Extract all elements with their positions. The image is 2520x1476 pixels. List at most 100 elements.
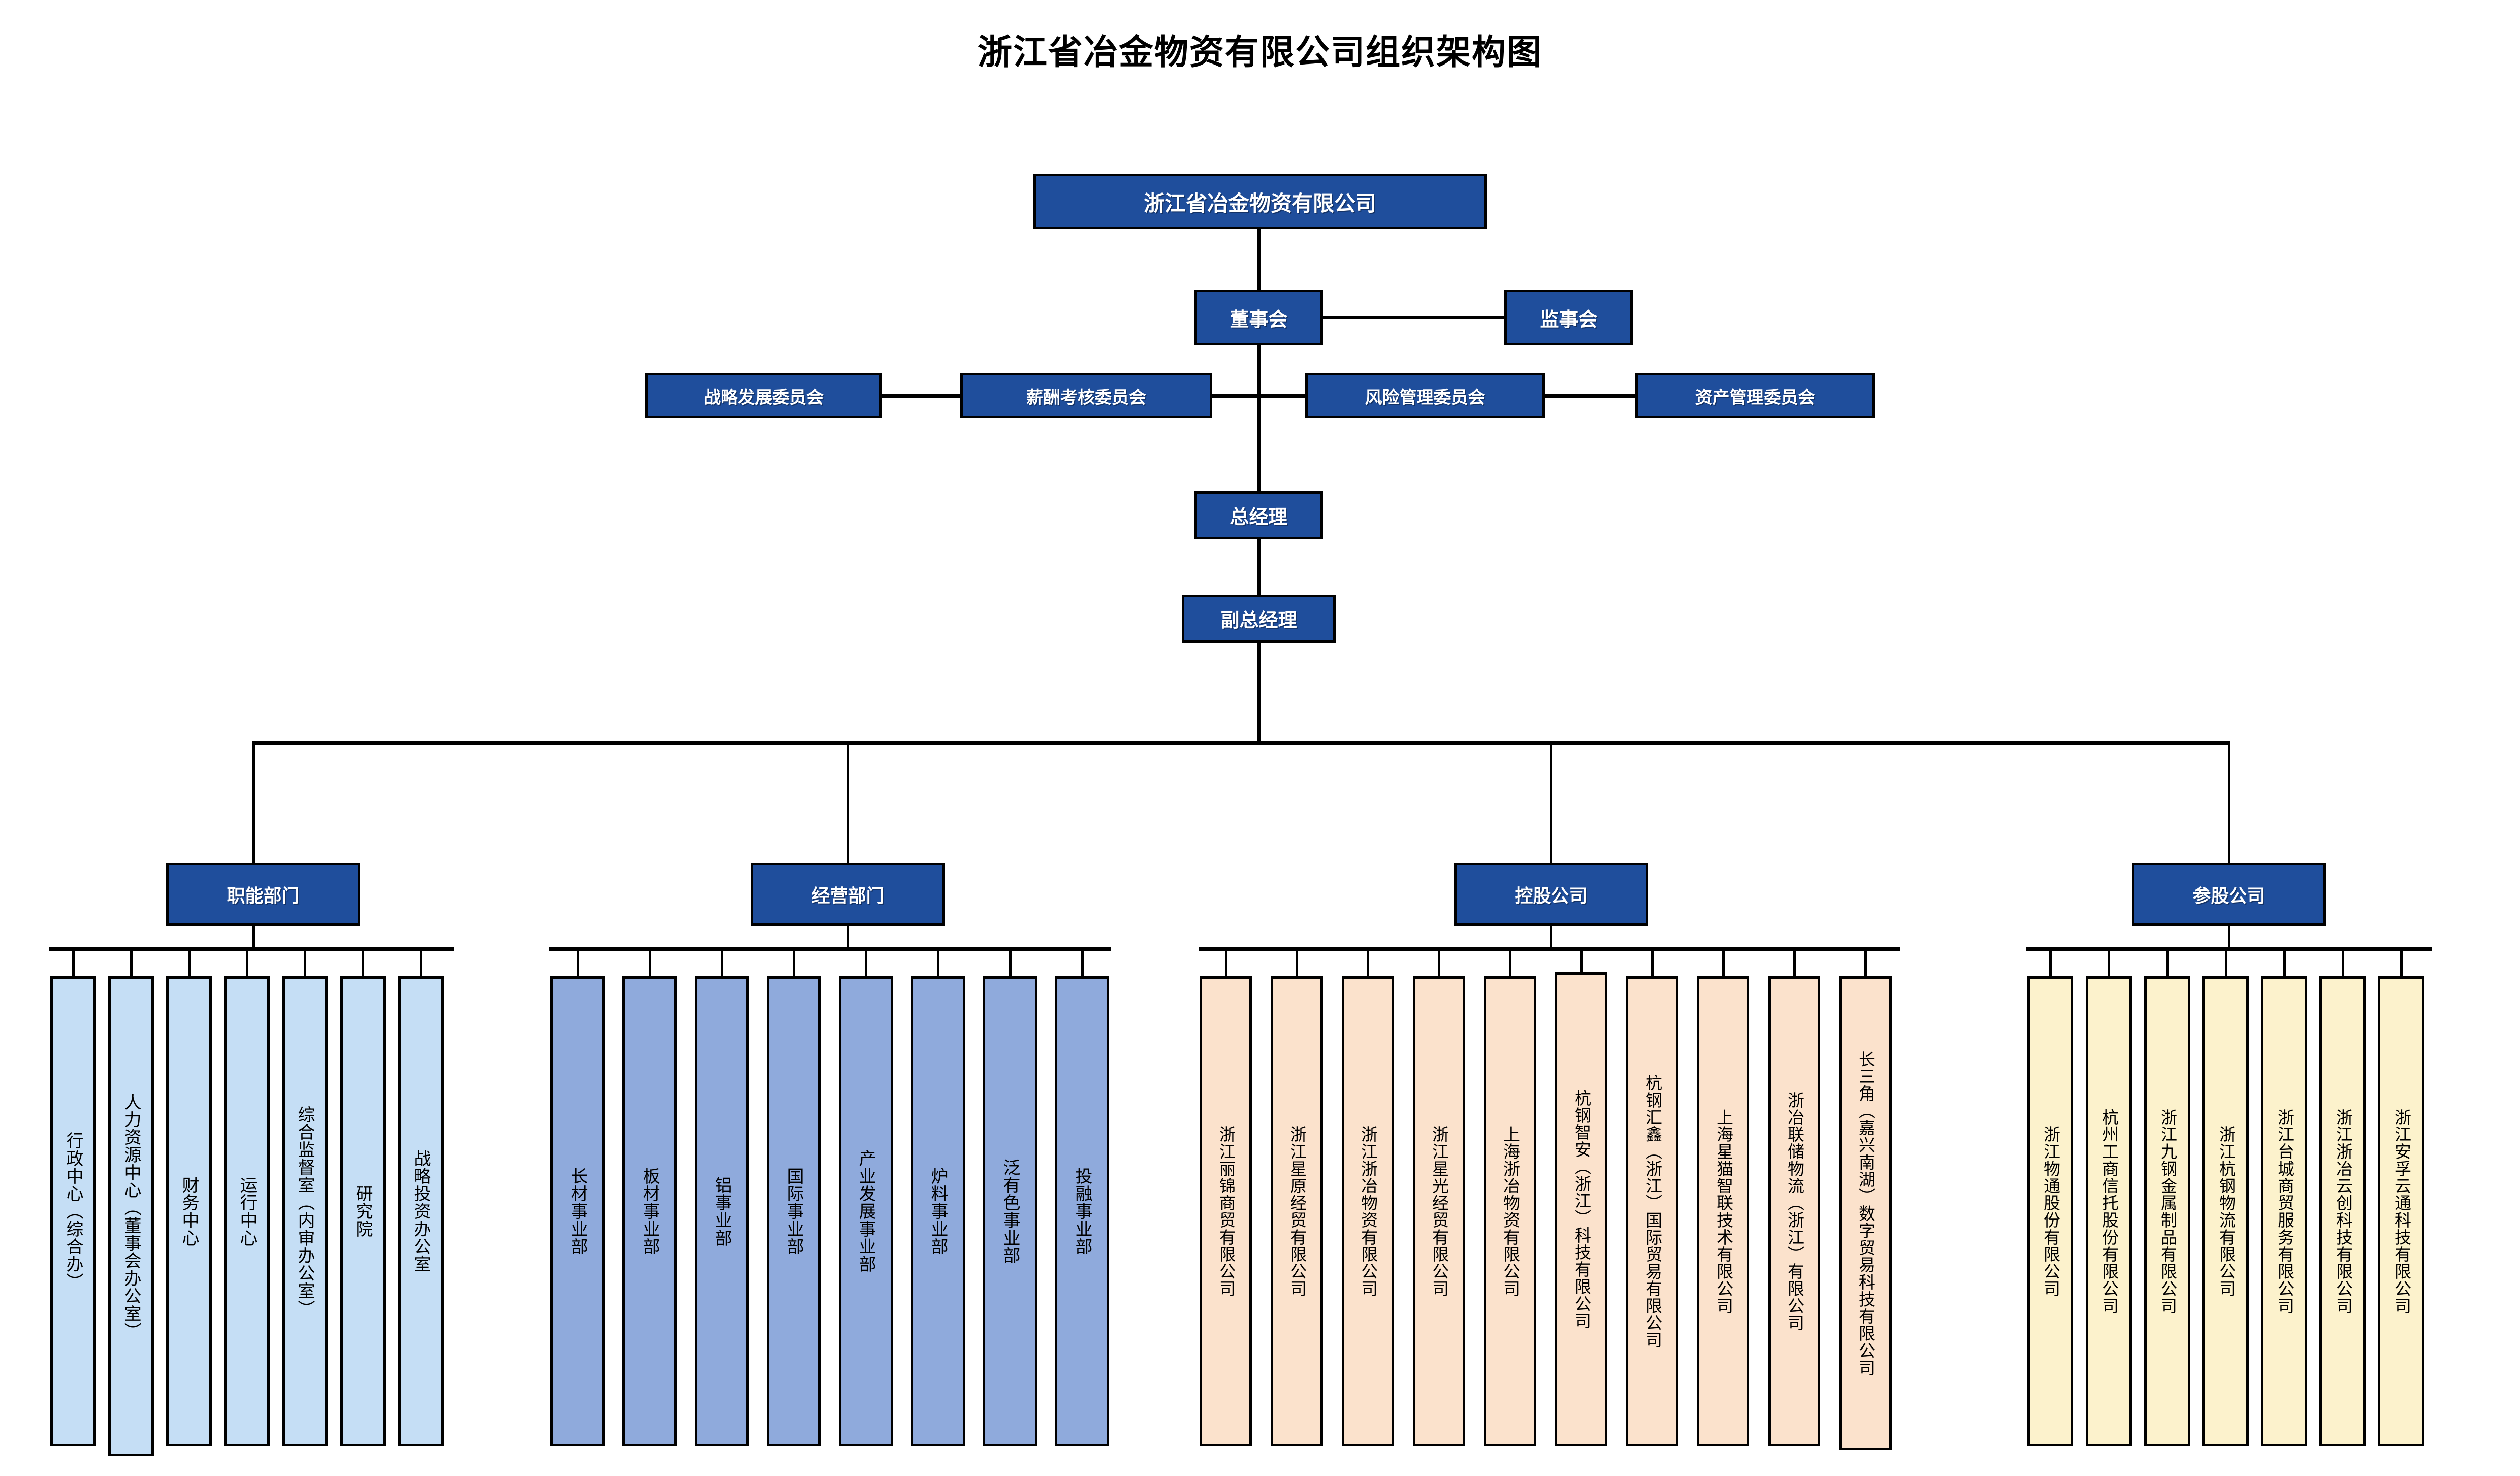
node-business-3[interactable]: 国际事业部 <box>767 976 821 1446</box>
node-participating-6-label: 浙江安孚云通科技有限公司 <box>2392 1108 2411 1314</box>
node-holding-6[interactable]: 杭钢汇鑫（浙江）国际贸易有限公司 <box>1626 976 1678 1446</box>
connector-business-header-down <box>847 926 849 950</box>
node-holding-7[interactable]: 上海星猫智联技术有限公司 <box>1697 976 1749 1446</box>
connector-board-down <box>1257 345 1261 491</box>
connector-holding-5 <box>1580 949 1583 972</box>
node-functional-4[interactable]: 综合监督室（内审办公室） <box>282 976 328 1446</box>
connector-participating-2 <box>2166 949 2169 976</box>
node-committee-0-label: 战略发展委员会 <box>704 388 824 407</box>
node-holding-7-label: 上海星猫智联技术有限公司 <box>1714 1108 1733 1314</box>
connector-bus-to-functional <box>252 741 255 864</box>
node-participating-1-label: 杭州工商信托股份有限公司 <box>2100 1108 2119 1314</box>
connector-participating-1 <box>2108 949 2110 976</box>
node-functional-1[interactable]: 人力资源中心（董事会办公室） <box>108 976 154 1456</box>
connector-functional-2 <box>188 949 191 976</box>
node-business-4[interactable]: 产业发展事业部 <box>839 976 893 1446</box>
node-deputy-gm-label: 副总经理 <box>1220 610 1297 631</box>
connector-participating-0 <box>2049 949 2052 976</box>
node-participating-4[interactable]: 浙江台城商贸服务有限公司 <box>2261 976 2307 1446</box>
node-holding-9[interactable]: 长三角（嘉兴南湖）数字贸易科技有限公司 <box>1839 976 1892 1450</box>
connector-holding-1 <box>1296 949 1298 976</box>
connector-holding-7 <box>1722 949 1725 976</box>
connector-board-supervisory <box>1323 316 1504 319</box>
node-participating-5[interactable]: 浙江浙冶云创科技有限公司 <box>2319 976 2366 1446</box>
node-gm-label: 总经理 <box>1230 507 1288 528</box>
node-holding-4[interactable]: 上海浙冶物资有限公司 <box>1484 976 1536 1446</box>
node-holding-0[interactable]: 浙江丽锦商贸有限公司 <box>1200 976 1252 1446</box>
connector-committee-1-center <box>1212 394 1305 398</box>
node-holding-5[interactable]: 杭钢智安（浙江）科技有限公司 <box>1555 972 1607 1446</box>
node-participating-1[interactable]: 杭州工商信托股份有限公司 <box>2086 976 2132 1446</box>
node-committee-1-label: 薪酬考核委员会 <box>1026 388 1146 407</box>
node-functional-3[interactable]: 运行中心 <box>224 976 270 1446</box>
node-business-6[interactable]: 泛有色事业部 <box>983 976 1037 1446</box>
group-header-participating-label: 参股公司 <box>2192 885 2265 906</box>
node-functional-2[interactable]: 财务中心 <box>166 976 212 1446</box>
node-committee-2-label: 风险管理委员会 <box>1365 388 1485 407</box>
node-holding-1[interactable]: 浙江星原经贸有限公司 <box>1271 976 1323 1446</box>
node-holding-2-label: 浙江浙冶物资有限公司 <box>1359 1125 1378 1297</box>
node-business-5[interactable]: 炉料事业部 <box>911 976 965 1446</box>
node-committee-3[interactable]: 资产管理委员会 <box>1635 373 1875 418</box>
node-functional-4-label: 综合监督室（内审办公室） <box>295 1105 315 1317</box>
node-holding-0-label: 浙江丽锦商贸有限公司 <box>1217 1125 1236 1297</box>
node-holding-2[interactable]: 浙江浙冶物资有限公司 <box>1342 976 1394 1446</box>
group-header-holding[interactable]: 控股公司 <box>1454 863 1648 926</box>
node-holding-3-label: 浙江星光经贸有限公司 <box>1430 1125 1449 1297</box>
node-business-0[interactable]: 长材事业部 <box>550 976 605 1446</box>
connector-functional-4 <box>304 949 306 976</box>
connector-functional-0 <box>72 949 75 976</box>
node-committee-0[interactable]: 战略发展委员会 <box>645 373 882 418</box>
connector-functional-6 <box>420 949 422 976</box>
node-business-2-label: 铝事业部 <box>712 1176 732 1247</box>
connector-business-4 <box>865 949 867 976</box>
node-root[interactable]: 浙江省冶金物资有限公司 <box>1033 174 1487 229</box>
group-header-functional[interactable]: 职能部门 <box>166 863 360 926</box>
node-functional-2-label: 财务中心 <box>179 1176 199 1247</box>
connector-participating-4 <box>2283 949 2286 976</box>
node-holding-4-label: 上海浙冶物资有限公司 <box>1501 1125 1520 1297</box>
node-business-7[interactable]: 投融事业部 <box>1055 976 1109 1446</box>
connector-business-1 <box>649 949 651 976</box>
node-holding-3[interactable]: 浙江星光经贸有限公司 <box>1413 976 1465 1446</box>
connector-functional-1 <box>130 949 133 976</box>
node-committee-1[interactable]: 薪酬考核委员会 <box>960 373 1212 418</box>
node-functional-6-label: 战略投资办公室 <box>411 1149 431 1273</box>
connector-holding-6 <box>1651 949 1654 976</box>
node-participating-6[interactable]: 浙江安孚云通科技有限公司 <box>2378 976 2424 1446</box>
node-functional-5[interactable]: 研究院 <box>340 976 386 1446</box>
node-participating-2[interactable]: 浙江九钢金属制品有限公司 <box>2144 976 2190 1446</box>
node-deputy-gm[interactable]: 副总经理 <box>1182 595 1336 643</box>
connector-participating-6 <box>2400 949 2403 976</box>
connector-business-0 <box>577 949 579 976</box>
node-business-6-label: 泛有色事业部 <box>1000 1158 1020 1264</box>
connector-holding-4 <box>1509 949 1511 976</box>
node-functional-6[interactable]: 战略投资办公室 <box>398 976 444 1446</box>
group-header-participating[interactable]: 参股公司 <box>2132 863 2326 926</box>
node-participating-0[interactable]: 浙江物通股份有限公司 <box>2027 976 2073 1446</box>
node-holding-8[interactable]: 浙冶联储物流（浙江）有限公司 <box>1768 976 1820 1446</box>
node-holding-8-label: 浙冶联储物流（浙江）有限公司 <box>1785 1091 1804 1331</box>
connector-gm-to-deputy <box>1257 539 1261 595</box>
node-functional-3-label: 运行中心 <box>237 1176 257 1247</box>
node-supervisory[interactable]: 监事会 <box>1504 290 1633 345</box>
node-functional-0-label: 行政中心（综合办） <box>64 1132 83 1291</box>
connector-business-7 <box>1081 949 1084 976</box>
connector-participating-3 <box>2225 949 2227 976</box>
node-participating-2-label: 浙江九钢金属制品有限公司 <box>2158 1108 2177 1314</box>
node-participating-3-label: 浙江杭钢物流有限公司 <box>2217 1125 2236 1297</box>
node-committee-2[interactable]: 风险管理委员会 <box>1305 373 1545 418</box>
connector-main-bus <box>252 741 2230 745</box>
connector-holding-2 <box>1367 949 1369 976</box>
node-board[interactable]: 董事会 <box>1194 290 1323 345</box>
connector-business-3 <box>793 949 795 976</box>
node-participating-3[interactable]: 浙江杭钢物流有限公司 <box>2202 976 2249 1446</box>
connector-holding-0 <box>1225 949 1227 976</box>
node-business-2[interactable]: 铝事业部 <box>695 976 749 1446</box>
node-gm[interactable]: 总经理 <box>1194 491 1323 539</box>
node-business-5-label: 炉料事业部 <box>928 1167 948 1255</box>
node-functional-0[interactable]: 行政中心（综合办） <box>50 976 96 1446</box>
node-business-1[interactable]: 板材事业部 <box>622 976 677 1446</box>
group-header-business[interactable]: 经营部门 <box>751 863 945 926</box>
